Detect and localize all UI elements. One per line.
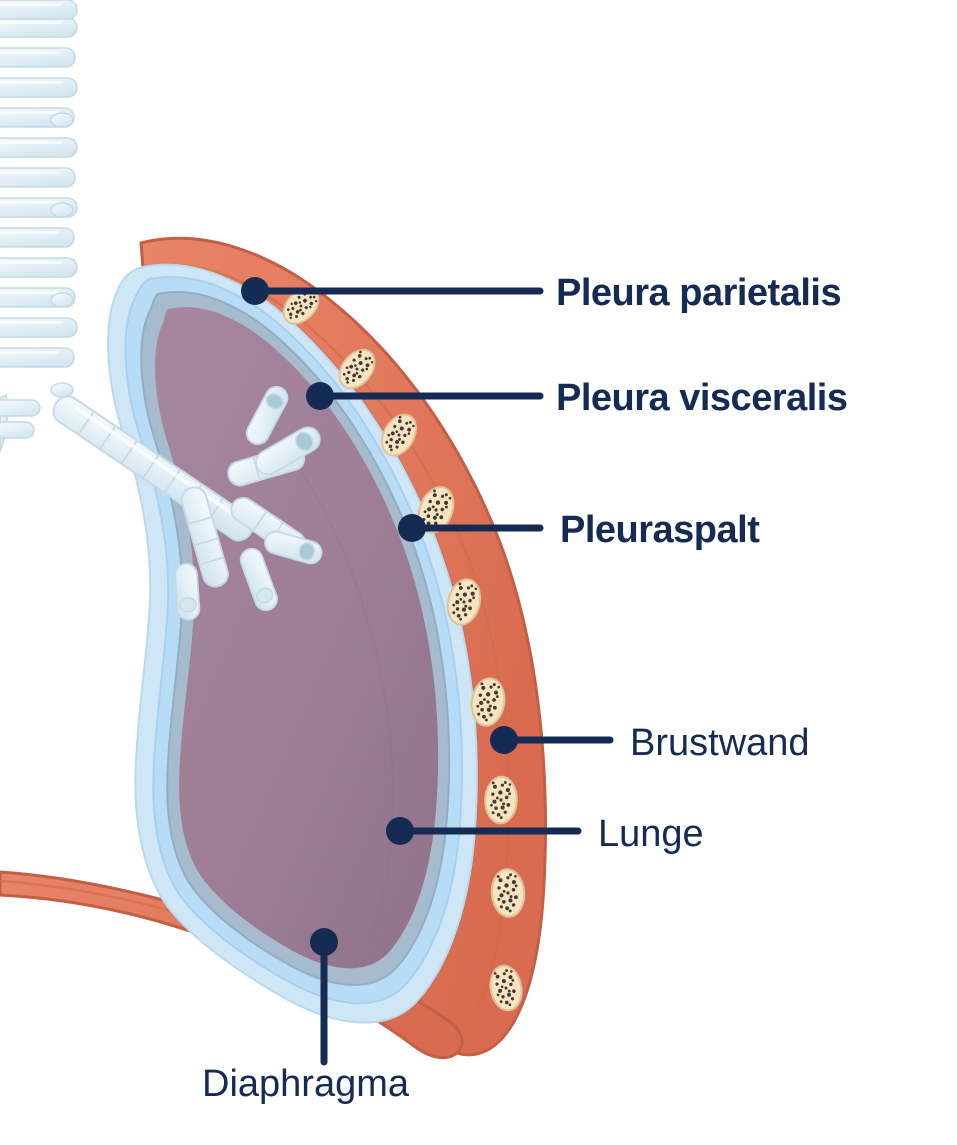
label-brustwand: Brustwand (630, 722, 810, 764)
bronchial-tree (174, 386, 323, 621)
callout-diaphragma: Diaphragma (202, 928, 410, 1105)
callout-pleuraspalt: Pleuraspalt (398, 509, 761, 551)
callout-dot-diaphragma[interactable] (310, 928, 338, 956)
label-pleura-parietalis: Pleura parietalis (556, 272, 841, 314)
callout-dot-pleuraspalt[interactable] (398, 514, 426, 542)
callout-lunge: Lunge (386, 813, 704, 855)
callout-dot-pleura-parietalis[interactable] (241, 277, 269, 305)
trachea (0, 0, 79, 398)
label-lunge: Lunge (598, 813, 704, 855)
rib-cross-section (483, 775, 519, 825)
callout-brustwand: Brustwand (490, 722, 810, 764)
left-main-bronchus (0, 393, 41, 453)
lung-parenchyma (155, 306, 439, 969)
callout-dot-lunge[interactable] (386, 817, 414, 845)
callout-dot-brustwand[interactable] (490, 726, 518, 754)
label-pleuraspalt: Pleuraspalt (560, 509, 760, 551)
callout-dot-pleura-visceralis[interactable] (306, 382, 334, 410)
label-diaphragma: Diaphragma (202, 1063, 410, 1105)
callout-pleura-parietalis: Pleura parietalis (241, 272, 842, 314)
label-pleura-visceralis: Pleura visceralis (556, 377, 848, 419)
callout-pleura-visceralis: Pleura visceralis (306, 377, 848, 419)
